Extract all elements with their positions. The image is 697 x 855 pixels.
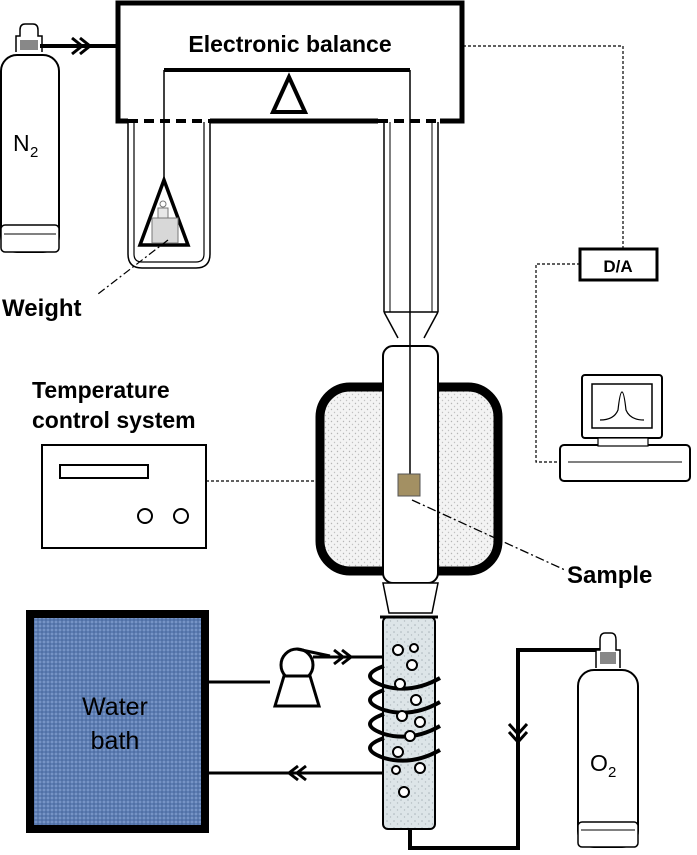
gas-bubbles <box>391 643 426 798</box>
da-converter <box>578 247 659 282</box>
weight-label: Weight <box>2 295 82 322</box>
controller-knob <box>173 508 189 524</box>
sample-label: Sample <box>567 562 652 589</box>
reactor-vessel <box>380 615 438 830</box>
flow-arrow-icon <box>507 722 529 745</box>
da-computer-signal-line <box>535 263 580 463</box>
weight-housing <box>127 122 211 269</box>
n2-subscript: 2 <box>30 144 38 161</box>
n2-cylinder: N 2 <box>0 23 60 253</box>
computer-icon <box>559 374 691 482</box>
electronic-balance: Electronic balance <box>115 0 465 474</box>
temperature-label-line1: Temperature <box>32 377 170 403</box>
fulcrum-icon <box>269 72 309 114</box>
n2-label: N <box>13 130 30 156</box>
weight-leader-line <box>97 239 169 295</box>
water-bath-label-line1: Water <box>82 693 148 721</box>
water-bath-label-line2: bath <box>91 727 140 755</box>
o2-subscript: 2 <box>608 764 616 781</box>
temperature-label-line2: control system <box>32 407 196 433</box>
flow-arrow-icon <box>333 648 354 666</box>
hang-down-tube <box>383 122 439 339</box>
balance-da-signal-line <box>463 45 624 249</box>
controller-display <box>59 464 149 479</box>
cooling-coil <box>368 664 441 763</box>
flow-arrow-icon <box>71 36 93 56</box>
da-label: D/A <box>603 257 632 276</box>
sample-crucible <box>397 473 421 497</box>
temperature-controller <box>41 444 207 549</box>
o2-cylinder: O 2 <box>577 632 639 848</box>
controller-knob <box>137 508 153 524</box>
flow-arrow-icon <box>286 764 307 782</box>
pump-icon <box>272 647 331 708</box>
sample-leader-line <box>411 499 566 571</box>
o2-label: O <box>590 750 608 776</box>
o2-feed-line <box>408 648 607 850</box>
reactor-tube <box>382 345 439 614</box>
water-bath <box>26 610 209 833</box>
electronic-balance-label: Electronic balance <box>188 31 391 57</box>
